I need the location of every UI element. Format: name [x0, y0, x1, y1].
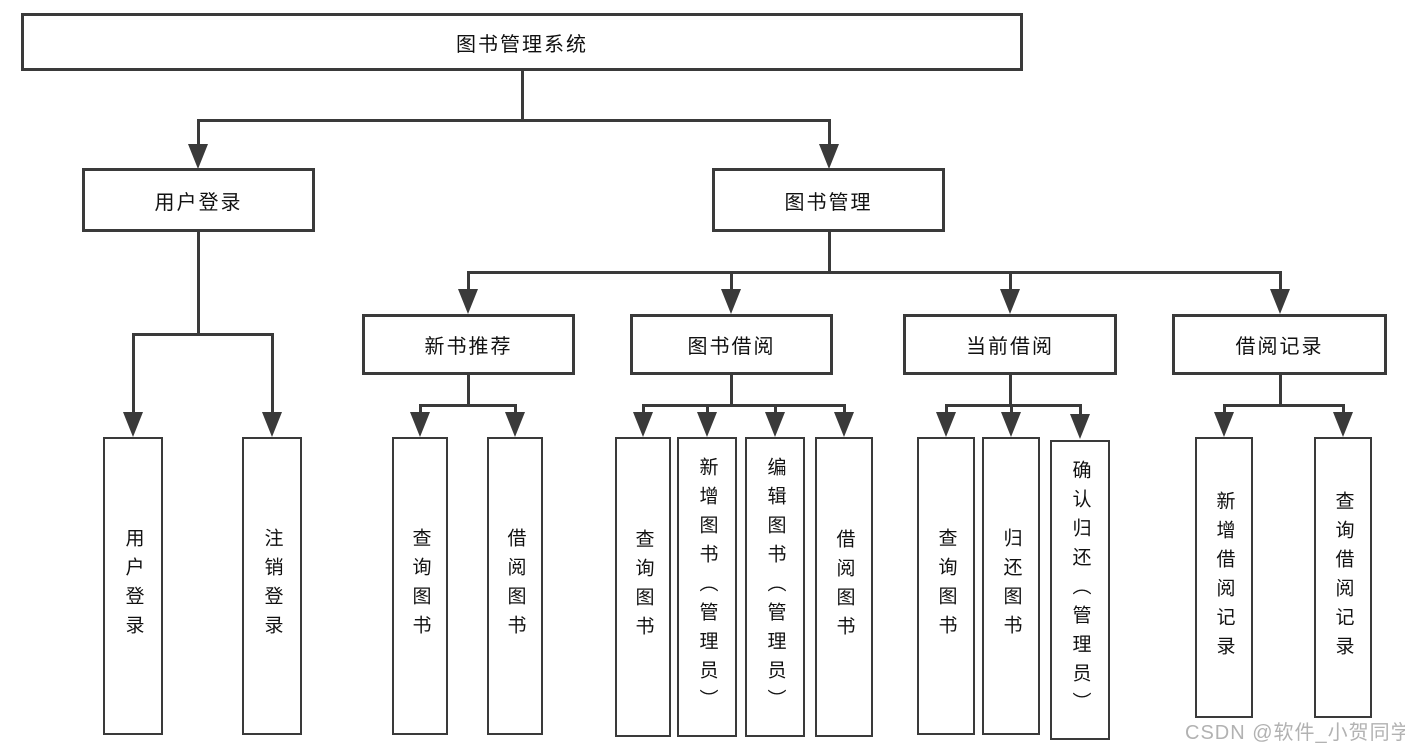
arrowhead-icon — [188, 144, 208, 169]
arrowhead-icon — [505, 412, 525, 437]
leaf-user-login: 用户登录 — [103, 437, 163, 735]
leaf-confirm-return-admin: 确认归还（管理员） — [1050, 440, 1110, 740]
leaf-label: 注销登录 — [261, 528, 283, 644]
arrowhead-icon — [697, 412, 717, 437]
connector-login-hbar — [131, 333, 274, 336]
arrowhead-icon — [410, 412, 430, 437]
connector-mgmt-hbar — [466, 271, 1282, 274]
connector-section-hbar — [944, 404, 1082, 407]
connector-drop-leaf — [270, 333, 274, 415]
section-new-books-label: 新书推荐 — [424, 336, 513, 358]
leaf-label: 归还图书 — [1000, 528, 1022, 644]
arrowhead-icon — [1214, 412, 1234, 437]
connector-drop-leaf — [1009, 404, 1013, 416]
connector-drop-login — [196, 119, 200, 145]
connector-drop-leaf — [513, 404, 517, 416]
root-label: 图书管理系统 — [456, 33, 588, 56]
connector-drop-section — [729, 271, 733, 292]
node-user-login-label: 用户登录 — [154, 191, 243, 214]
leaf-label: 用户登录 — [122, 528, 144, 644]
leaf-query-books-3: 查询图书 — [917, 437, 975, 735]
section-new-books: 新书推荐 — [362, 314, 575, 375]
arrowhead-icon — [819, 144, 839, 169]
leaf-edit-books-admin: 编辑图书（管理员） — [745, 437, 805, 737]
connector-drop-leaf — [944, 404, 948, 416]
leaf-add-books-admin: 新增图书（管理员） — [677, 437, 737, 737]
leaf-borrow-books-2: 借阅图书 — [815, 437, 873, 737]
leaf-label: 查询图书 — [409, 528, 431, 644]
section-current-borrow: 当前借阅 — [903, 314, 1117, 375]
arrowhead-icon — [262, 412, 282, 437]
leaf-label: 新增图书（管理员） — [696, 456, 718, 718]
leaf-return-books: 归还图书 — [982, 437, 1040, 735]
csdn-watermark: CSDN @软件_小贺同学 — [1185, 722, 1405, 744]
connector-drop-leaf — [1222, 404, 1226, 416]
arrowhead-icon — [1333, 412, 1353, 437]
connector-root-hbar — [196, 119, 831, 122]
connector-section-stem — [1278, 375, 1282, 407]
connector-drop-leaf — [641, 404, 645, 416]
leaf-borrow-books-1: 借阅图书 — [487, 437, 543, 735]
section-book-borrow-label: 图书借阅 — [687, 336, 776, 358]
leaf-label: 确认归还（管理员） — [1069, 459, 1091, 721]
leaf-logout: 注销登录 — [242, 437, 302, 735]
connector-drop-leaf — [1341, 404, 1345, 416]
section-book-borrow: 图书借阅 — [630, 314, 833, 375]
leaf-query-borrow-record: 查询借阅记录 — [1314, 437, 1372, 718]
leaf-label: 查询借阅记录 — [1332, 490, 1354, 665]
connector-drop-section — [1278, 271, 1282, 292]
section-borrow-records-label: 借阅记录 — [1235, 336, 1324, 358]
connector-root-stem — [520, 71, 524, 120]
connector-drop-leaf — [418, 404, 422, 416]
leaf-label: 借阅图书 — [833, 529, 855, 645]
arrowhead-icon — [633, 412, 653, 437]
leaf-label: 借阅图书 — [504, 528, 526, 644]
connector-drop-leaf — [705, 404, 709, 416]
node-book-management-label: 图书管理 — [784, 191, 873, 214]
leaf-label: 查询图书 — [632, 529, 654, 645]
connector-section-hbar — [641, 404, 846, 407]
connector-drop-mgmt — [827, 119, 831, 145]
connector-section-stem — [729, 375, 733, 407]
leaf-label: 新增借阅记录 — [1213, 490, 1235, 665]
connector-section-stem — [466, 375, 470, 407]
connector-login-stem — [196, 232, 200, 336]
connector-mgmt-stem — [827, 232, 831, 274]
arrowhead-icon — [123, 412, 143, 437]
arrowhead-icon — [1000, 289, 1020, 314]
connector-drop-section — [466, 271, 470, 292]
section-borrow-records: 借阅记录 — [1172, 314, 1387, 375]
leaf-label: 编辑图书（管理员） — [764, 456, 786, 718]
leaf-add-borrow-record: 新增借阅记录 — [1195, 437, 1253, 718]
arrowhead-icon — [765, 412, 785, 437]
leaf-query-books-1: 查询图书 — [392, 437, 448, 735]
arrowhead-icon — [834, 412, 854, 437]
connector-section-hbar — [418, 404, 517, 407]
node-book-management: 图书管理 — [712, 168, 945, 232]
connector-drop-leaf — [842, 404, 846, 416]
arrowhead-icon — [1001, 412, 1021, 437]
section-current-borrow-label: 当前借阅 — [966, 336, 1054, 358]
connector-drop-leaf — [131, 333, 135, 415]
connector-section-hbar — [1222, 404, 1345, 407]
arrowhead-icon — [458, 289, 478, 314]
connector-drop-leaf — [773, 404, 777, 416]
arrowhead-icon — [1070, 414, 1090, 439]
arrowhead-icon — [936, 412, 956, 437]
arrowhead-icon — [1270, 289, 1290, 314]
leaf-query-books-2: 查询图书 — [615, 437, 671, 737]
connector-drop-leaf — [1078, 404, 1082, 416]
connector-section-stem — [1008, 375, 1012, 407]
root-box: 图书管理系统 — [21, 13, 1023, 71]
node-user-login: 用户登录 — [82, 168, 315, 232]
arrowhead-icon — [721, 289, 741, 314]
connector-drop-section — [1008, 271, 1012, 292]
leaf-label: 查询图书 — [935, 528, 957, 644]
